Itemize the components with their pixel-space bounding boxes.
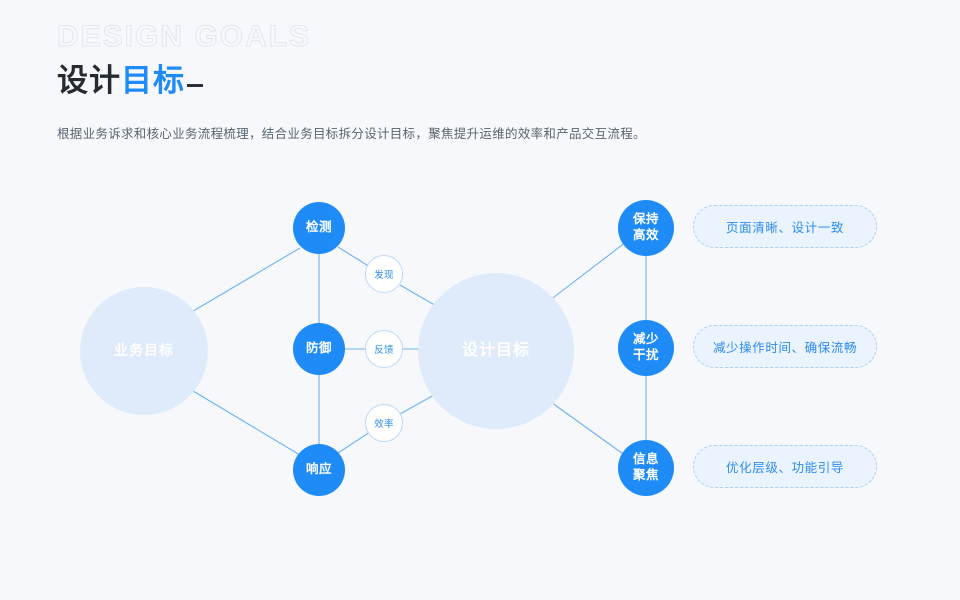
edge-tag-find-label: 发现 [374, 270, 394, 281]
node-business-goal[interactable]: 业务目标 [80, 287, 208, 415]
outcome-pill-2-label: 减少操作时间、确保流畅 [712, 341, 858, 355]
title-wrap: 设计目标 [57, 55, 897, 101]
node-information-focus-text: 信息 聚焦 [633, 452, 659, 483]
node-respond[interactable]: 响应 [293, 444, 345, 496]
edge-business-detect [177, 247, 301, 321]
node-business-goal-label: 业务目标 [114, 342, 174, 359]
edge-respond-efficiency [337, 431, 371, 454]
header: 设计目标 根据业务诉求和核心业务流程梳理，结合业务目标拆分设计目标，聚焦提升运维… [57, 55, 897, 155]
edge-detect-find [337, 246, 371, 268]
node-stay-efficient-label-2: 高效 [632, 228, 659, 242]
edge-business-respond [177, 381, 301, 456]
node-information-focus[interactable]: 信息 聚焦 [618, 440, 674, 496]
node-reduce-distraction-text: 减少 干扰 [633, 332, 659, 363]
node-reduce-distraction-label-1: 减少 [632, 332, 659, 347]
edge-design-efficient [540, 241, 627, 308]
node-detect[interactable]: 检测 [293, 202, 345, 254]
node-defend[interactable]: 防御 [293, 323, 345, 375]
outcome-pill-1[interactable]: 页面清晰、设计一致 [693, 205, 877, 248]
node-stay-efficient-label-1: 保持 [632, 212, 659, 227]
node-defend-label: 防御 [305, 341, 332, 356]
title-dash-decor [187, 84, 203, 87]
title-watermark: DESIGN GOALS [56, 20, 312, 54]
outcome-pill-1-label: 页面清晰、设计一致 [726, 221, 844, 235]
edge-tag-find[interactable]: 发现 [365, 255, 403, 293]
page-title: 设计目标 [57, 55, 203, 100]
node-respond-label: 响应 [305, 462, 332, 477]
outcome-pill-2[interactable]: 减少操作时间、确保流畅 [693, 325, 877, 368]
edge-design-focus [540, 394, 627, 457]
node-design-goal-label: 设计目标 [461, 342, 530, 359]
node-stay-efficient[interactable]: 保持 高效 [618, 200, 674, 256]
page-title-blue: 目标 [121, 63, 185, 98]
node-stay-efficient-text: 保持 高效 [633, 212, 659, 243]
node-design-goal[interactable]: 设计目标 [418, 273, 574, 429]
node-reduce-distraction-label-2: 干扰 [632, 348, 659, 362]
page-subtitle: 根据业务诉求和核心业务流程梳理，结合业务目标拆分设计目标，聚焦提升运维的效率和产… [57, 127, 646, 141]
edge-tag-efficiency[interactable]: 效率 [365, 404, 403, 442]
node-reduce-distraction[interactable]: 减少 干扰 [618, 320, 674, 376]
page-title-dark: 设计 [57, 63, 121, 98]
outcome-pill-3[interactable]: 优化层级、功能引导 [693, 445, 877, 488]
edge-tag-feedback-label: 反馈 [374, 345, 394, 356]
node-information-focus-label-2: 聚焦 [632, 468, 659, 482]
edge-tag-feedback[interactable]: 反馈 [365, 330, 403, 368]
outcome-pill-3-label: 优化层级、功能引导 [726, 461, 844, 475]
node-information-focus-label-1: 信息 [632, 452, 659, 467]
edge-tag-efficiency-label: 效率 [374, 419, 394, 430]
node-detect-label: 检测 [305, 220, 332, 235]
